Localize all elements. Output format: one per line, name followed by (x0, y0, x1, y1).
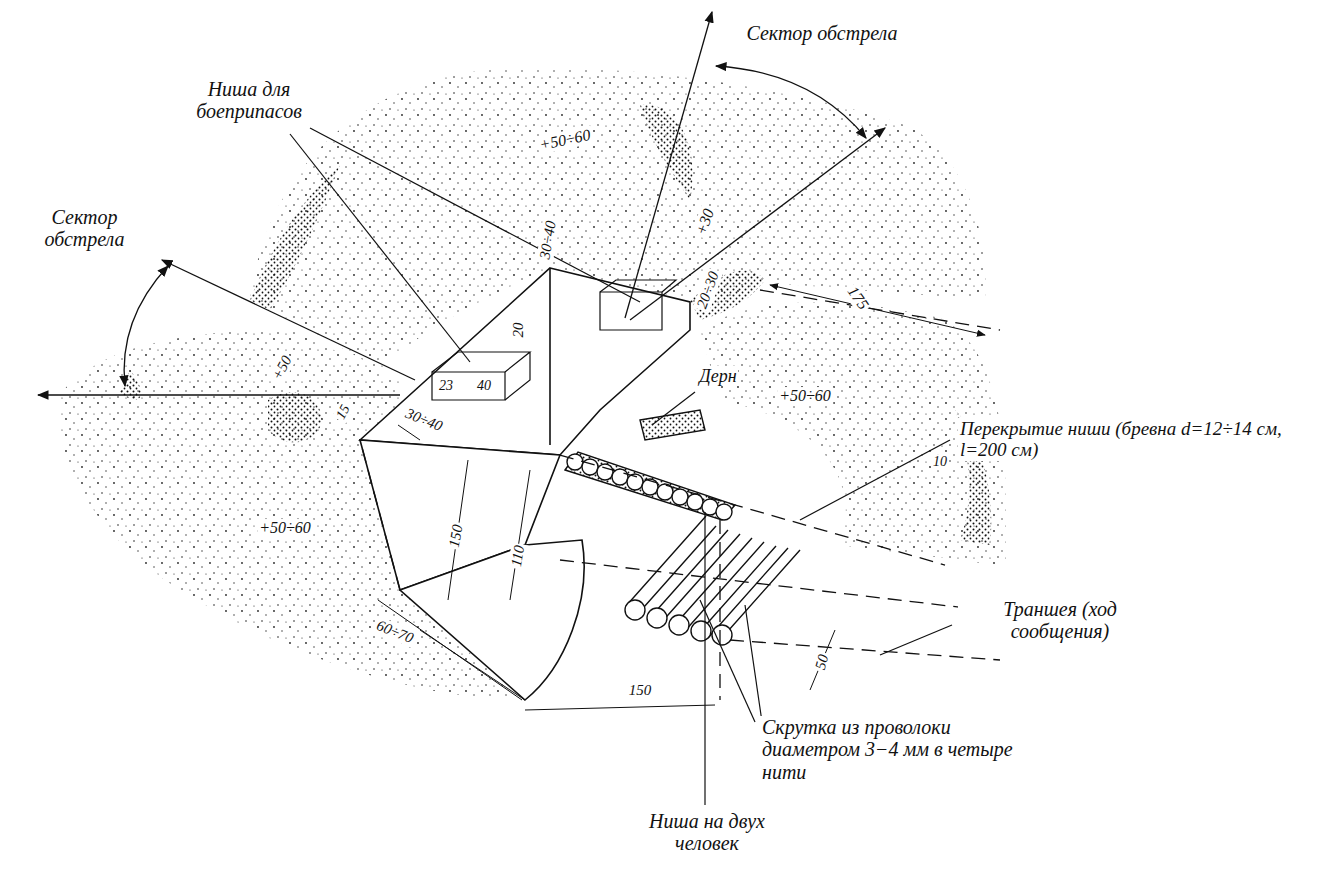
leader-lines (290, 128, 952, 805)
dimension-label: 10 (931, 454, 949, 470)
leader-lines-part (700, 600, 755, 722)
log-cover-part (625, 600, 645, 620)
dimension-label: 60÷70 (372, 616, 417, 647)
leader-lines-part (880, 625, 952, 655)
firing-pit-part (400, 540, 584, 700)
dimension-lines-part (770, 285, 985, 335)
fire-sectors-part (38, 394, 400, 395)
dimension-lines-part (510, 470, 530, 600)
fire-sectors (38, 12, 885, 395)
firing-pit (360, 268, 690, 700)
log-cover-part (612, 469, 628, 485)
fire-sectors-part (716, 66, 866, 138)
log-cover-part (640, 410, 705, 440)
dimension-label: 40 (475, 378, 493, 394)
firing-pit-part (432, 352, 530, 400)
trench-outline (360, 290, 1000, 700)
firing-pit-part (549, 268, 551, 445)
leader-lines-part (800, 440, 950, 520)
log-cover-part (565, 452, 735, 520)
dimension-label: 20 (510, 321, 527, 340)
parapet-mounds (59, 68, 1006, 700)
leader-lines-part (310, 128, 640, 302)
callout-label: Ниша для боеприпасов (172, 78, 326, 123)
log-cover-part (567, 454, 583, 470)
dimension-label: 175 (843, 281, 874, 314)
parapet-mounds-part (250, 165, 340, 310)
callout-label: Скрутка из проволоки диаметром 3−4 мм в … (760, 716, 1054, 783)
trench-outline-part (560, 560, 1000, 612)
dimension-label: 20÷30 (693, 267, 723, 312)
dimension-label: +50÷60 (536, 125, 594, 154)
dimension-label: 23 (437, 378, 455, 394)
dimension-lines (378, 285, 985, 710)
log-cover-part (687, 494, 703, 510)
dimension-label: 15 (332, 400, 354, 423)
log-cover-part (647, 608, 667, 628)
dimension-label: +50÷60 (257, 519, 313, 537)
leader-lines-part (652, 392, 695, 425)
log-cover-part (691, 621, 711, 641)
log-cover-part (672, 489, 688, 505)
fire-sectors-part (124, 266, 168, 386)
dimension-lines-part (398, 425, 420, 440)
log-cover-part (669, 615, 689, 635)
log-cover (565, 410, 800, 645)
trench-outline-part (719, 520, 720, 700)
dimension-label: 110 (508, 542, 529, 570)
log-cover-part (712, 625, 732, 645)
dimension-label: 150 (627, 682, 654, 699)
callout-label: Перекрытие ниши (бревна d=12÷14 см, l=20… (958, 418, 1327, 461)
parapet-mounds-part (268, 392, 322, 442)
dimension-lines-part (420, 630, 525, 700)
leader-lines-part (290, 134, 470, 362)
firing-pit-part (600, 280, 676, 292)
leader-lines-part (704, 512, 705, 805)
dimension-lines-part (810, 630, 835, 690)
log-cover-part (597, 464, 613, 480)
trench-outline-part (560, 455, 945, 565)
log-cover-part (716, 504, 732, 520)
parapet-mounds-part (640, 105, 693, 200)
dimension-label: +30 (691, 204, 718, 239)
dimension-label: Дерн (697, 366, 738, 386)
trench-outline-part (730, 640, 1000, 660)
firing-pit-part (360, 268, 690, 455)
dimension-lines-part (525, 705, 715, 710)
trench-outline-part (760, 290, 1000, 330)
callout-label: Ниша на двух человек (625, 810, 789, 855)
dimension-label: +50 (268, 351, 297, 385)
callout-label: Траншея (ход сообщения) (958, 598, 1162, 643)
log-cover-part (642, 479, 658, 495)
firing-pit-part (432, 372, 505, 400)
dimension-label: 50 (811, 651, 832, 674)
callout-label: Сектор обстрела (30, 206, 139, 251)
dimension-label: 150 (445, 521, 466, 550)
dimension-label: +50÷60 (777, 387, 833, 405)
dimension-label: 30÷40 (536, 218, 560, 263)
callout-label: Сектор обстрела (735, 22, 909, 44)
trench-outline-part (360, 440, 400, 590)
fire-sectors-part (625, 12, 712, 318)
dimension-label: 30÷40 (401, 404, 446, 435)
fire-sectors-part (630, 128, 885, 320)
